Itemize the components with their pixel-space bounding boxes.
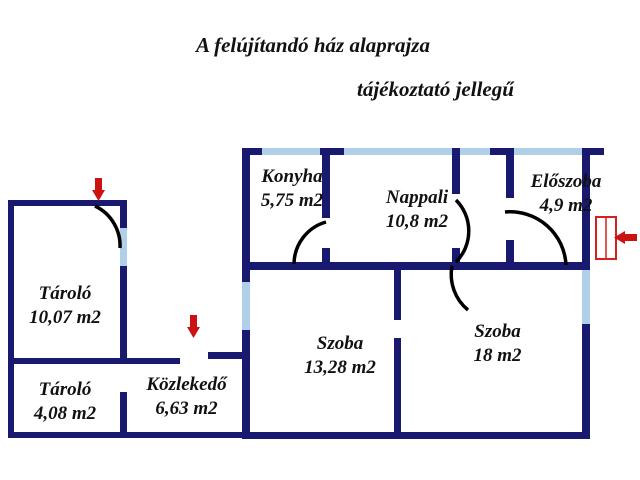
wall-seg-a (120, 200, 127, 228)
window-top-2 (344, 148, 490, 155)
wall-right-lower (582, 324, 590, 438)
wall-storage-divider (8, 358, 126, 364)
page-title: A felújítandó ház alaprajza (196, 33, 430, 57)
room-area: 4,08 m2 (33, 402, 97, 424)
wall-right (582, 148, 590, 438)
room-name: Nappali (385, 187, 449, 208)
room-name: Tároló (38, 283, 92, 304)
room-area: 10,07 m2 (29, 306, 101, 328)
wall-house-left-upper (242, 148, 250, 282)
wall-middle-a (242, 262, 454, 270)
wall-seg-c (120, 392, 127, 438)
room-name: Szoba (474, 321, 521, 342)
wall-nappali-right (452, 148, 460, 270)
room-name: Közlekedő (146, 374, 227, 395)
room-label-tarolo-10: Tároló 10,07 m2 (10, 282, 120, 330)
wall-right-upper (582, 148, 590, 270)
wall-corridor-left (120, 200, 180, 438)
wall-konyha-right (322, 148, 330, 270)
room-label-tarolo-4: Tároló 4,08 m2 (10, 378, 120, 426)
room-label-konyha: Konyha 5,75 m2 (251, 165, 333, 213)
room-label-nappali: Nappali 10,8 m2 (371, 186, 463, 234)
wall-bottom (242, 432, 590, 439)
wall-top-b (320, 148, 344, 155)
room-name: Konyha (261, 166, 323, 187)
room-name: Előszoba (530, 171, 602, 192)
wall-corridor-bottom-post (242, 392, 250, 438)
wall-middle-horizontal (242, 262, 590, 270)
wall-seg-b (120, 266, 127, 364)
wall-top-a (242, 148, 262, 155)
room-label-szoba-13: Szoba 13,28 m2 (284, 332, 396, 380)
wall-eloszoba-left (506, 148, 514, 270)
door-arc-szoba18 (449, 265, 470, 312)
window-right (582, 270, 590, 324)
wall-szoba-divider-lower (394, 338, 401, 438)
window-house-left (242, 282, 250, 330)
room-name: Szoba (316, 333, 364, 354)
wall-corridor-stub-right (208, 352, 250, 359)
room-name: Tároló (38, 379, 92, 400)
window-top-3 (514, 148, 582, 155)
room-label-eloszoba: Előszoba 4,9 m2 (516, 170, 616, 218)
wall-szoba-divider-upper (394, 270, 401, 320)
wall-middle-b (454, 262, 590, 270)
room-area: 6,63 m2 (155, 397, 218, 419)
left-storage-block (8, 200, 248, 438)
wall-house-left (208, 148, 250, 438)
wall-house-left-lower (242, 330, 250, 438)
wall-left-bottom (8, 432, 248, 438)
wall-eloszoba-lower (506, 240, 514, 270)
window-corridor-left (120, 228, 127, 266)
door-arc-nappali (454, 198, 471, 264)
room-label-kozlekedo: Közlekedő 6,63 m2 (129, 373, 244, 421)
room-area: 18 m2 (473, 344, 522, 366)
arrow-down-kozlekedo (187, 315, 200, 338)
room-area: 13,28 m2 (304, 356, 376, 378)
wall-konyha-upper (322, 148, 330, 218)
door-arc-eloszoba (504, 210, 568, 266)
wall-top-c (490, 148, 514, 155)
wall-szoba-divider (394, 270, 401, 438)
wall-top-d (582, 148, 604, 155)
wall-top (242, 148, 604, 155)
door-arc-tarolo (94, 204, 122, 249)
wall-left-top (8, 200, 120, 206)
wall-nappali-top (452, 148, 460, 194)
wall-corridor-stub-left (120, 358, 180, 364)
room-area: 10,8 m2 (385, 210, 449, 232)
door-arc-konyha (292, 220, 327, 265)
arrow-left-entrance (614, 231, 637, 244)
wall-eloszoba-upper (506, 148, 514, 198)
room-area: 4,9 m2 (539, 194, 593, 216)
page-subtitle: tájékoztató jellegű (357, 77, 514, 101)
wall-konyha-lower (322, 248, 330, 270)
room-area: 5,75 m2 (260, 189, 324, 211)
arrow-down-tarolo (92, 178, 105, 201)
window-top-1 (262, 148, 320, 155)
wall-left-outer (8, 200, 14, 438)
wall-nappali-bottom (452, 248, 460, 270)
room-label-szoba-18: Szoba 18 m2 (450, 320, 545, 368)
